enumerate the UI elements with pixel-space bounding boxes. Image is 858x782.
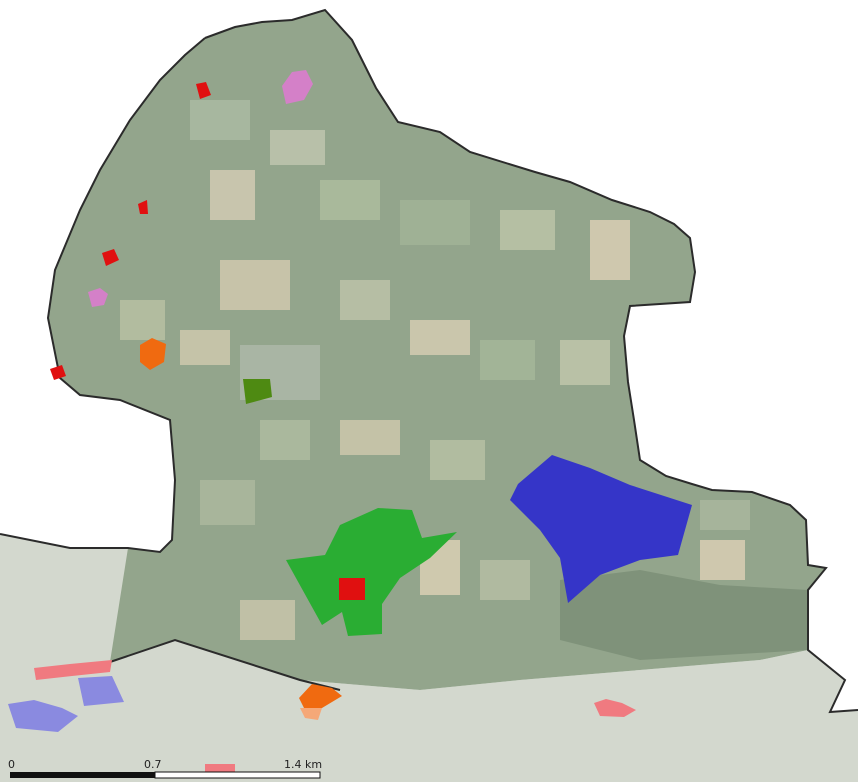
pink-zone-1[interactable] <box>282 70 313 104</box>
lower-outside-imagery <box>0 534 858 782</box>
scale-label-mid: 0.7 <box>144 758 162 771</box>
red-zone-2[interactable] <box>138 200 148 214</box>
red-zone-4[interactable] <box>50 365 66 380</box>
study-area-outline <box>204 8 858 714</box>
dark-green-zone[interactable] <box>243 379 272 404</box>
faded-blue-zone-2 <box>8 700 78 732</box>
faded-red-zone-2 <box>594 699 636 717</box>
field-patchwork <box>120 100 808 660</box>
orange-zone-1[interactable] <box>140 338 166 370</box>
red-zone-center[interactable] <box>339 578 365 600</box>
green-zone[interactable] <box>286 508 457 636</box>
study-area-outline-west <box>0 37 206 554</box>
pink-zone-2[interactable] <box>88 288 108 307</box>
faded-orange-zone <box>300 708 322 720</box>
faded-red-zone-1 <box>34 660 112 680</box>
faded-blue-zone-1 <box>78 676 124 706</box>
scale-label-start: 0 <box>8 758 15 771</box>
blue-zone[interactable] <box>510 455 692 603</box>
red-zone-3[interactable] <box>102 249 119 266</box>
scale-bar: 0 0.7 1.4 km <box>8 758 322 779</box>
orange-zone-2[interactable] <box>299 684 342 712</box>
scale-label-end: 1.4 km <box>284 758 322 771</box>
red-zone-1[interactable] <box>196 82 211 99</box>
study-area-outline-south <box>109 638 341 691</box>
